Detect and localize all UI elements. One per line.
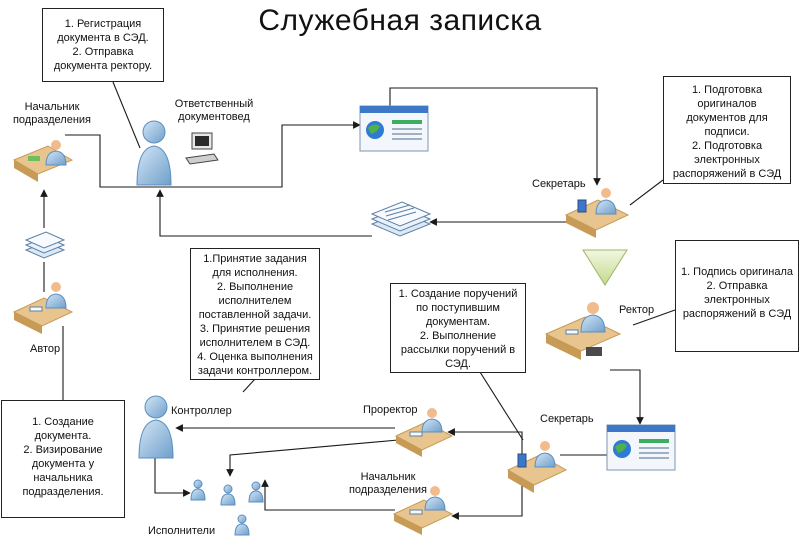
flow-controller-to-executors [154,458,191,497]
rector-desk-worker-icon [544,302,622,360]
label-controller: Контроллер [171,405,232,417]
computer-icon [185,132,219,165]
label-head-bottom: Начальник подразделения [348,471,428,496]
flow-officer-to-system [158,121,361,188]
leader-secretary-prep [629,179,664,206]
flow-head-to-executors [261,479,395,511]
note-controller-tasks: 1.Принятие задания для исполнения. 2. Вы… [190,248,320,380]
doc-officer-person-icon [136,120,172,186]
secretary-top-desk-worker-icon [564,188,630,238]
author-desk-worker-icon [12,282,74,334]
executor-person-icon-1 [190,479,206,501]
label-prorector: Проректор [363,404,418,416]
documents-stack-small-icon [24,231,66,259]
executor-person-icon-2 [220,484,236,506]
label-author: Автор [30,343,61,355]
head-top-desk-worker-icon [12,140,74,182]
executor-person-icon-4 [234,514,250,536]
head-bottom-desk-worker-icon [392,486,454,535]
note-author-create: 1. Создание документа. 2. Визирование до… [1,400,125,518]
leader-rector-sign [632,309,676,326]
note-rector-sign: 1. Подпись оригинала 2. Отправка электро… [675,240,799,352]
flow-head-to-officer [65,134,158,188]
leader-controller-tasks [242,378,256,393]
flow-docs-to-officer [156,189,372,237]
leader-registration [112,81,141,149]
note-orders: 1. Создание поручений по поступившим док… [390,283,526,373]
label-executors: Исполнители [148,525,216,537]
executor-person-icon-3 [248,481,264,503]
label-secretary-bottom: Секретарь [540,413,594,425]
label-head-top: Начальник подразделения [12,101,92,126]
down-arrow-icon [582,249,628,286]
label-doc-officer: Ответственный документовед [174,98,254,123]
note-secretary-prep: 1. Подготовка оригиналов документов для … [663,76,791,184]
prorector-desk-worker-icon [394,408,454,457]
label-secretary-top: Секретарь [532,178,586,190]
flow-prorector-to-executors [226,439,399,477]
flow-rector-to-system [610,369,644,425]
flow-secretary-to-head [451,478,523,520]
flow-secretary-to-prorector [447,428,523,462]
flow-system-to-secretary [389,87,601,186]
system-window-top-icon [359,105,429,152]
controller-person-icon [138,395,174,459]
diagram-title: Служебная записка [258,4,542,37]
system-window-bottom-icon [606,424,676,471]
label-rector: Ректор [619,304,655,316]
note-registration: 1. Регистрация документа в СЭД. 2. Отпра… [42,8,164,82]
documents-stack-icon [370,201,432,237]
leader-orders [479,371,524,441]
secretary-bottom-desk-worker-icon [506,441,568,493]
